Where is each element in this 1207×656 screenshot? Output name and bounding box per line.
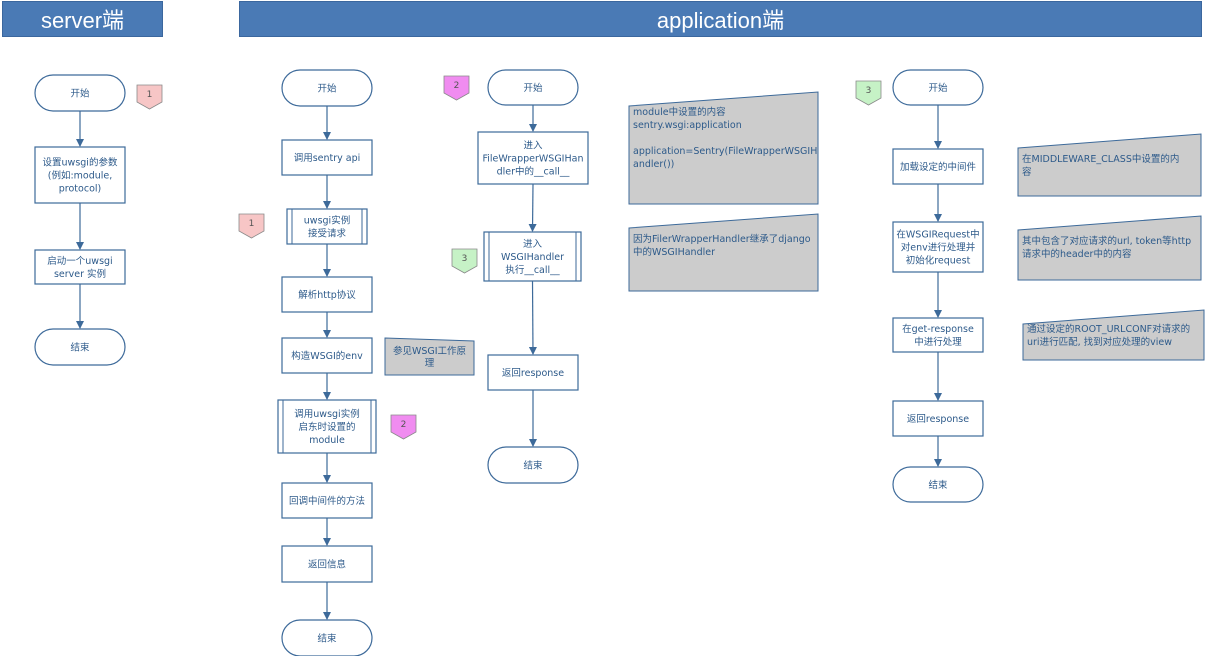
label-line: 在get-response bbox=[902, 323, 974, 335]
label-line: 在MIDDLEWARE_CLASS中设置的内 bbox=[1022, 153, 1179, 165]
label-line: 调用sentry api bbox=[294, 153, 361, 164]
label-line: 开始 bbox=[928, 82, 948, 94]
note-inherit: 因为FilerWrapperHandler继承了django中的WSGIHand… bbox=[628, 213, 819, 292]
label-line: 进入 bbox=[523, 239, 543, 250]
badge-number: 1 bbox=[249, 219, 255, 229]
label-line: 在WSGIRequest中 bbox=[896, 229, 979, 241]
label-line: 执行__call__ bbox=[505, 264, 560, 276]
node-a1-env: 构造WSGI的env bbox=[281, 337, 373, 374]
node-a2-end: 结束 bbox=[487, 446, 579, 484]
label-line: 结束 bbox=[928, 479, 948, 491]
header-server: server端 bbox=[2, 1, 163, 37]
label-line: 结束 bbox=[70, 342, 90, 354]
label-line: 中进行处理 bbox=[914, 336, 962, 348]
badge-number: 3 bbox=[462, 254, 468, 264]
label-line: 参见WSGI工作原 bbox=[393, 345, 466, 357]
label-line: 启东时设置的 bbox=[298, 421, 355, 433]
node-s-config: 设置uwsgi的参数(例如:module, protocol) bbox=[34, 146, 126, 204]
label-line: 因为FilerWrapperHandler继承了django bbox=[633, 233, 811, 245]
label-line: 返回response bbox=[907, 413, 969, 425]
badge-number: 3 bbox=[866, 86, 872, 96]
label-line: FileWrapperWSGIHan bbox=[483, 154, 584, 165]
node-a1-call-api: 调用sentry api bbox=[281, 139, 373, 176]
label-line: application=Sentry(FileWrapperWSGIH bbox=[633, 146, 817, 157]
label-line: WSGIHandler bbox=[501, 252, 564, 263]
label-line: 接受请求 bbox=[308, 228, 347, 240]
node-a1-start: 开始 bbox=[281, 69, 373, 107]
node-a3-end: 结束 bbox=[892, 466, 984, 503]
badge-a1-2: 2 bbox=[390, 414, 417, 440]
label-line: uwsgi实例 bbox=[304, 215, 350, 227]
header-application: application端 bbox=[239, 1, 1202, 37]
label-line: 容 bbox=[1022, 166, 1032, 178]
badge-s1: 1 bbox=[136, 84, 163, 110]
node-a3-middleware: 加载设定的中间件 bbox=[892, 148, 984, 185]
badge-a2-2: 2 bbox=[443, 75, 470, 101]
label-line: 构造WSGI的env bbox=[291, 350, 363, 362]
node-a1-return: 返回信息 bbox=[281, 545, 373, 583]
label-line: 结束 bbox=[523, 460, 543, 472]
badge-a3-3: 3 bbox=[855, 80, 882, 106]
label-line: 结束 bbox=[317, 633, 337, 645]
label-line: sentry.wsgi:application bbox=[633, 120, 742, 131]
label-line: 其中包含了对应请求的url, token等http bbox=[1022, 235, 1191, 247]
node-s-end: 结束 bbox=[34, 328, 126, 366]
label-line: 初始化request bbox=[906, 255, 971, 267]
connector-a2-enter-handler-a2-return bbox=[528, 280, 537, 355]
node-a1-parse: 解析http协议 bbox=[281, 276, 373, 313]
label-line: 设置uwsgi的参数 bbox=[43, 157, 118, 169]
label-line: 开始 bbox=[70, 88, 90, 100]
node-a3-start: 开始 bbox=[892, 69, 984, 106]
node-a3-return: 返回response bbox=[892, 400, 984, 437]
note-module: module中设置的内容 sentry.wsgi:application appli… bbox=[628, 91, 819, 205]
label-line: 加载设定的中间件 bbox=[900, 161, 977, 173]
badge-number: 2 bbox=[401, 420, 407, 430]
label-line: 返回response bbox=[502, 367, 564, 379]
label-line: server 实例 bbox=[54, 268, 106, 280]
badge-a2-3: 3 bbox=[451, 248, 478, 274]
label-line: module中设置的内容 bbox=[633, 106, 726, 118]
label-line: 中的WSGIHandler bbox=[633, 246, 715, 258]
node-a1-callback: 回调中间件的方法 bbox=[281, 482, 373, 519]
label-line: 进入 bbox=[523, 141, 543, 152]
label-line: dler中的__call__ bbox=[497, 166, 570, 178]
label-line: 返回信息 bbox=[308, 559, 346, 571]
badge-number: 1 bbox=[147, 90, 153, 100]
label-line: 开始 bbox=[317, 83, 337, 95]
badge-a1-1: 1 bbox=[238, 213, 265, 239]
label-line: andler()) bbox=[633, 159, 674, 170]
label-line: 解析http协议 bbox=[298, 289, 356, 301]
label-line: 开始 bbox=[523, 82, 543, 94]
badge-number: 2 bbox=[454, 81, 460, 91]
label-line: protocol) bbox=[59, 184, 101, 195]
node-a2-return: 返回response bbox=[487, 354, 579, 391]
connector-a2-enter-wrapper-a2-enter-handler bbox=[528, 183, 537, 232]
label-line: 调用uwsgi实例 bbox=[294, 408, 359, 420]
node-a1-end: 结束 bbox=[281, 619, 373, 656]
label-line: 回调中间件的方法 bbox=[289, 495, 365, 507]
label-line: 理 bbox=[425, 358, 435, 369]
label-line: uri进行匹配, 找到对应处理的view bbox=[1027, 336, 1172, 348]
label-line: (例如:module, bbox=[48, 170, 113, 182]
label-line: 启动一个uwsgi bbox=[47, 255, 112, 267]
label-line: 对env进行处理并 bbox=[901, 242, 976, 254]
label-line: module bbox=[309, 435, 345, 446]
node-a2-start: 开始 bbox=[487, 69, 579, 106]
label-line: 通过设定的ROOT_URLCONF对请求的 bbox=[1027, 323, 1190, 335]
label-line: 请求中的header中的内容 bbox=[1022, 248, 1132, 260]
node-s-start: 开始 bbox=[34, 74, 126, 112]
